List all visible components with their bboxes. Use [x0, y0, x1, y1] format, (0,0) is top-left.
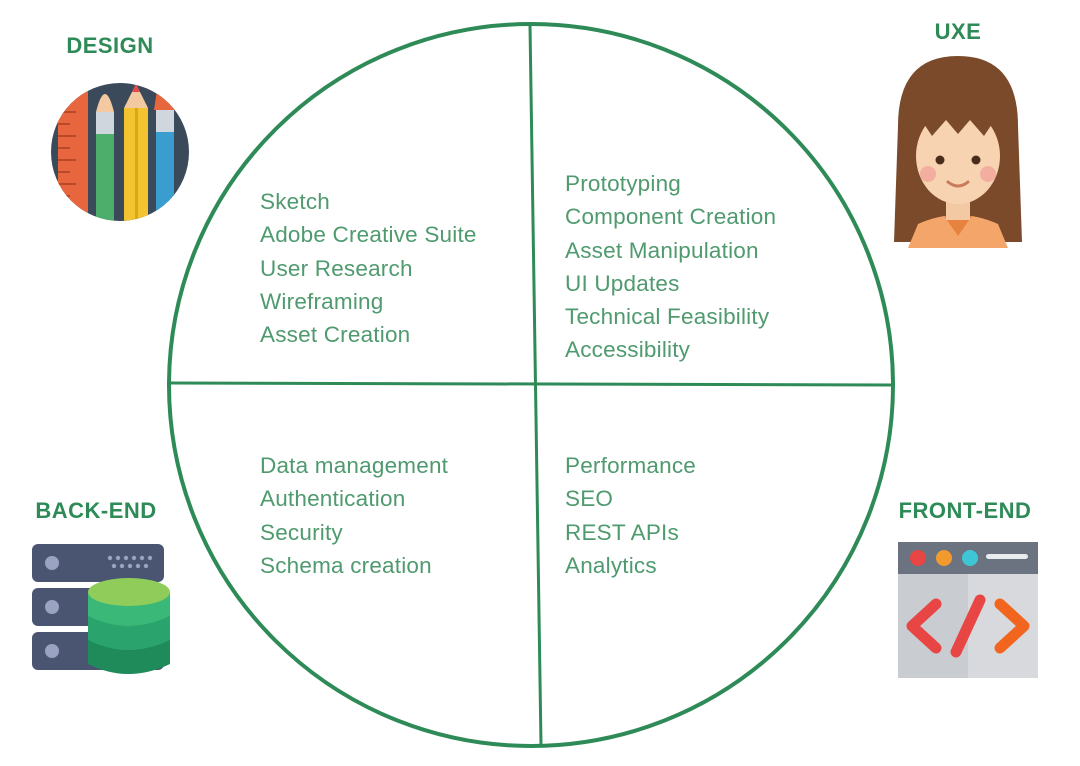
uxe-title: UXE — [934, 19, 982, 44]
skill-item: UI Updates — [565, 270, 680, 296]
horizontal-divider — [169, 381, 893, 387]
skill-item: Component Creation — [565, 204, 777, 230]
uxe-skill-list: Prototyping Component Creation Asset Man… — [565, 167, 776, 367]
skill-item: Schema creation — [260, 552, 432, 578]
skill-item: REST APIs — [565, 519, 679, 545]
skill-item: Accessibility — [565, 337, 691, 363]
skill-item: Sketch — [260, 189, 330, 214]
skill-item: Security — [260, 519, 343, 545]
skill-item: Data management — [260, 453, 449, 478]
frontend-skill-list: Performance SEO REST APIs Analytics — [565, 449, 696, 582]
code-browser-icon — [898, 542, 1038, 678]
skill-item: Technical Feasibility — [565, 304, 770, 330]
skill-item: Adobe Creative Suite — [260, 222, 477, 248]
skill-item: SEO — [565, 486, 614, 512]
backend-title: BACK-END — [35, 498, 157, 523]
uxe-avatar-icon — [894, 56, 1022, 248]
skill-item: Asset Manipulation — [565, 237, 759, 263]
database-server-icon — [32, 544, 170, 674]
design-title: DESIGN — [66, 33, 154, 58]
circle-outline — [167, 22, 895, 748]
skill-item: User Research — [260, 255, 413, 281]
frontend-title: FRONT-END — [898, 498, 1032, 523]
skill-item: Analytics — [565, 552, 657, 578]
skill-item: Asset Creation — [260, 322, 411, 348]
skill-item: Performance — [565, 453, 697, 478]
skill-item: Wireframing — [260, 288, 384, 314]
design-tools-icon — [51, 83, 189, 221]
skill-item: Authentication — [260, 486, 406, 512]
backend-skill-list: Data management Authentication Security … — [260, 449, 448, 582]
skill-item: Prototyping — [565, 171, 682, 196]
design-skill-list: Sketch Adobe Creative Suite User Researc… — [260, 185, 477, 351]
